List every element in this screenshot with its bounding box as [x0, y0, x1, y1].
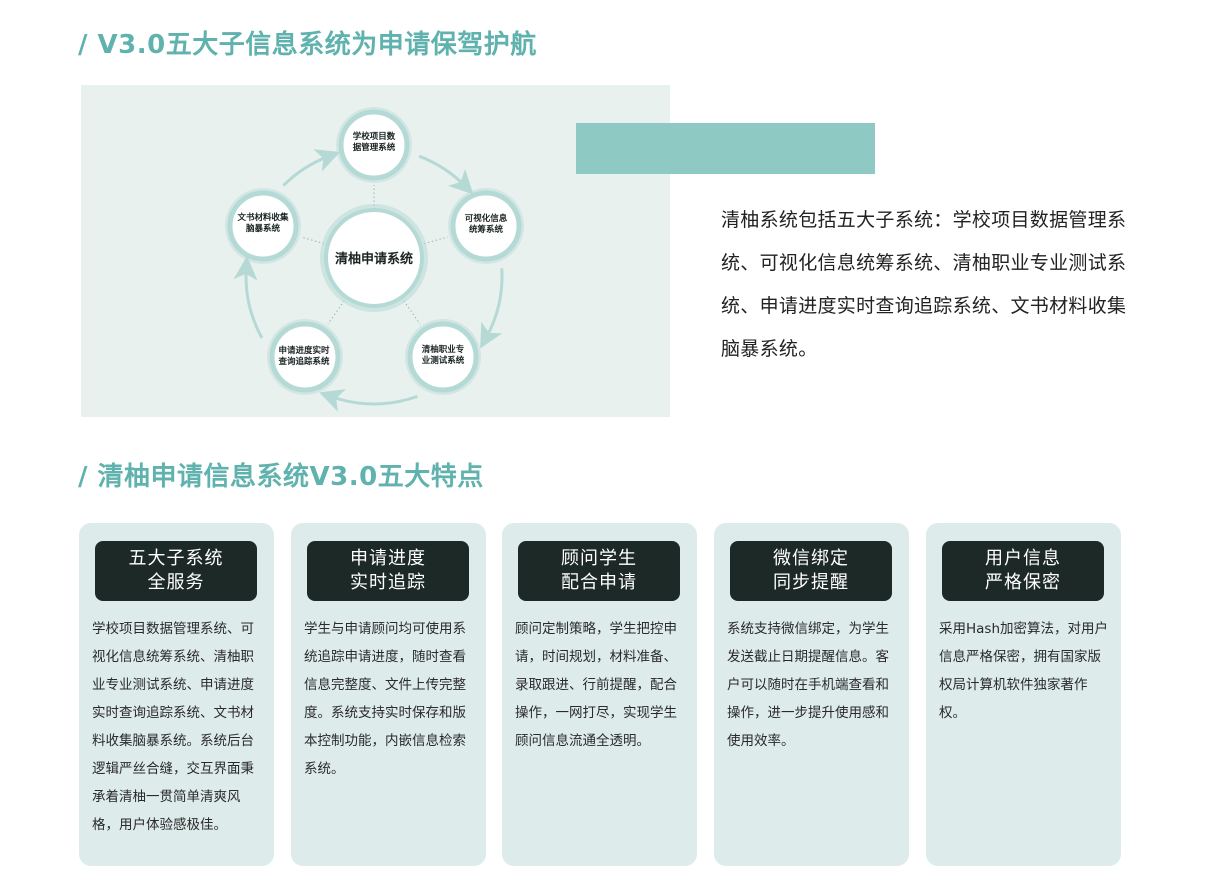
feature-card-full-service: 五大子系统 全服务 学校项目数据管理系统、可视化信息统筹系统、清柚职业专业测试系…	[79, 523, 274, 866]
diagram-connector-document-brainstorm	[301, 236, 325, 245]
diagram-node-school-data: 学校项目数 据管理系统	[352, 132, 396, 154]
feature-card-privacy: 用户信息 严格保密 采用Hash加密算法，对用户信息严格保密，拥有国家版权局计算…	[926, 523, 1121, 866]
feature-card-advisor-student: 顾问学生 配合申请 顾问定制策略，学生把控申请，时间规划，材料准备、录取跟进、行…	[502, 523, 697, 866]
diagram-node-circle-document-brainstorm	[227, 190, 299, 262]
diagram-node-circle-visual-info	[450, 190, 522, 262]
diagram-node-circle-career-test	[407, 321, 479, 393]
diagram-node-circle-school-data	[338, 109, 410, 181]
feature-card-text: 系统支持微信绑定，为学生发送截止日期提醒信息。客户可以随时在手机端查看和操作，进…	[727, 621, 889, 749]
diagram-arrow-4	[233, 255, 264, 339]
diagram-graphic	[225, 107, 524, 412]
feature-card-title: 顾问学生 配合申请	[518, 541, 680, 601]
feature-card-wechat-reminder: 微信绑定 同步提醒 系统支持微信绑定，为学生发送截止日期提醒信息。客户可以随时在…	[714, 523, 909, 866]
feature-card-text: 学生与申请顾问均可使用系统追踪申请进度，随时查看信息完整度、文件上传完整度。系统…	[304, 621, 466, 777]
diagram-connector-visual-info	[423, 236, 448, 245]
section-title-subsystems: / V3.0五大子信息系统为申请保驾护航	[78, 30, 537, 60]
feature-card-title: 用户信息 严格保密	[942, 541, 1104, 601]
diagram-arrow-3	[319, 389, 418, 412]
diagram-arrow-1	[418, 154, 474, 195]
diagram-center-circle	[324, 208, 424, 308]
feature-card-title: 微信绑定 同步提醒	[730, 541, 892, 601]
feature-card-progress-tracking: 申请进度 实时追踪 学生与申请顾问均可使用系统追踪申请进度，随时查看信息完整度、…	[291, 523, 486, 866]
feature-card-title: 申请进度 实时追踪	[307, 541, 469, 601]
diagram-connector-progress-tracking	[327, 300, 345, 325]
section-title-features: / 清柚申请信息系统V3.0五大特点	[78, 462, 484, 492]
feature-card-text: 顾问定制策略，学生把控申请，时间规划，材料准备、录取跟进、行前提醒，配合操作，一…	[515, 621, 677, 749]
diagram-arrow-2	[480, 268, 504, 349]
diagram-node-circle-progress-tracking	[269, 321, 341, 393]
subsystem-diagram: 学校项目数 据管理系统 可视化信息 统筹系统 清柚职业专 业测试系统 申请进度实…	[81, 85, 670, 417]
diagram-node-document-brainstorm: 文书材料收集 脑暴系统	[237, 213, 289, 235]
feature-card-text: 学校项目数据管理系统、可视化信息统筹系统、清柚职业专业测试系统、申请进度实时查询…	[92, 621, 254, 833]
feature-card-title: 五大子系统 全服务	[95, 541, 257, 601]
diagram-node-career-test: 清柚职业专 业测试系统	[421, 345, 465, 367]
accent-bar	[576, 123, 875, 174]
feature-card-text: 采用Hash加密算法，对用户信息严格保密，拥有国家版权局计算机软件独家著作权。	[939, 621, 1109, 721]
diagram-connector-career-test	[403, 300, 421, 325]
diagram-arrow-5	[282, 149, 341, 187]
intro-paragraph: 清柚系统包括五大子系统：学校项目数据管理系统、可视化信息统筹系统、清柚职业专业测…	[721, 209, 1127, 360]
diagram-node-visual-info: 可视化信息 统筹系统	[464, 214, 508, 236]
diagram-node-progress-tracking: 申请进度实时 查询追踪系统	[278, 346, 330, 368]
diagram-center-label: 清柚申请系统	[334, 252, 413, 267]
